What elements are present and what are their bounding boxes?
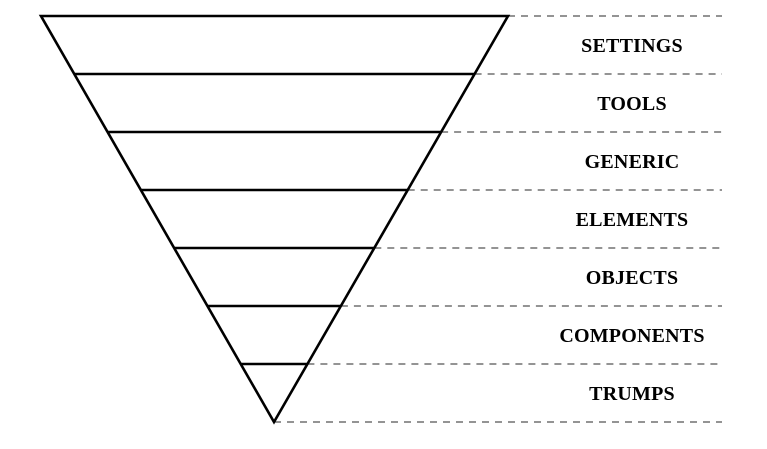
inverted-triangle-outline [38,14,511,425]
layer-label-elements: ELEMENTS [576,209,689,231]
triangle-band-dividers [74,72,475,366]
layer-label-tools: TOOLS [597,93,667,115]
dashed-guide-lines [274,15,722,423]
layer-label-settings: SETTINGS [581,35,683,57]
layer-label-components: COMPONENTS [559,325,704,347]
layer-labels: SETTINGS TOOLS GENERIC ELEMENTS OBJECTS COMPO… [559,35,704,405]
layer-label-trumps: TRUMPS [589,383,675,405]
layer-label-generic: GENERIC [585,151,680,173]
layer-label-objects: OBJECTS [586,267,679,289]
